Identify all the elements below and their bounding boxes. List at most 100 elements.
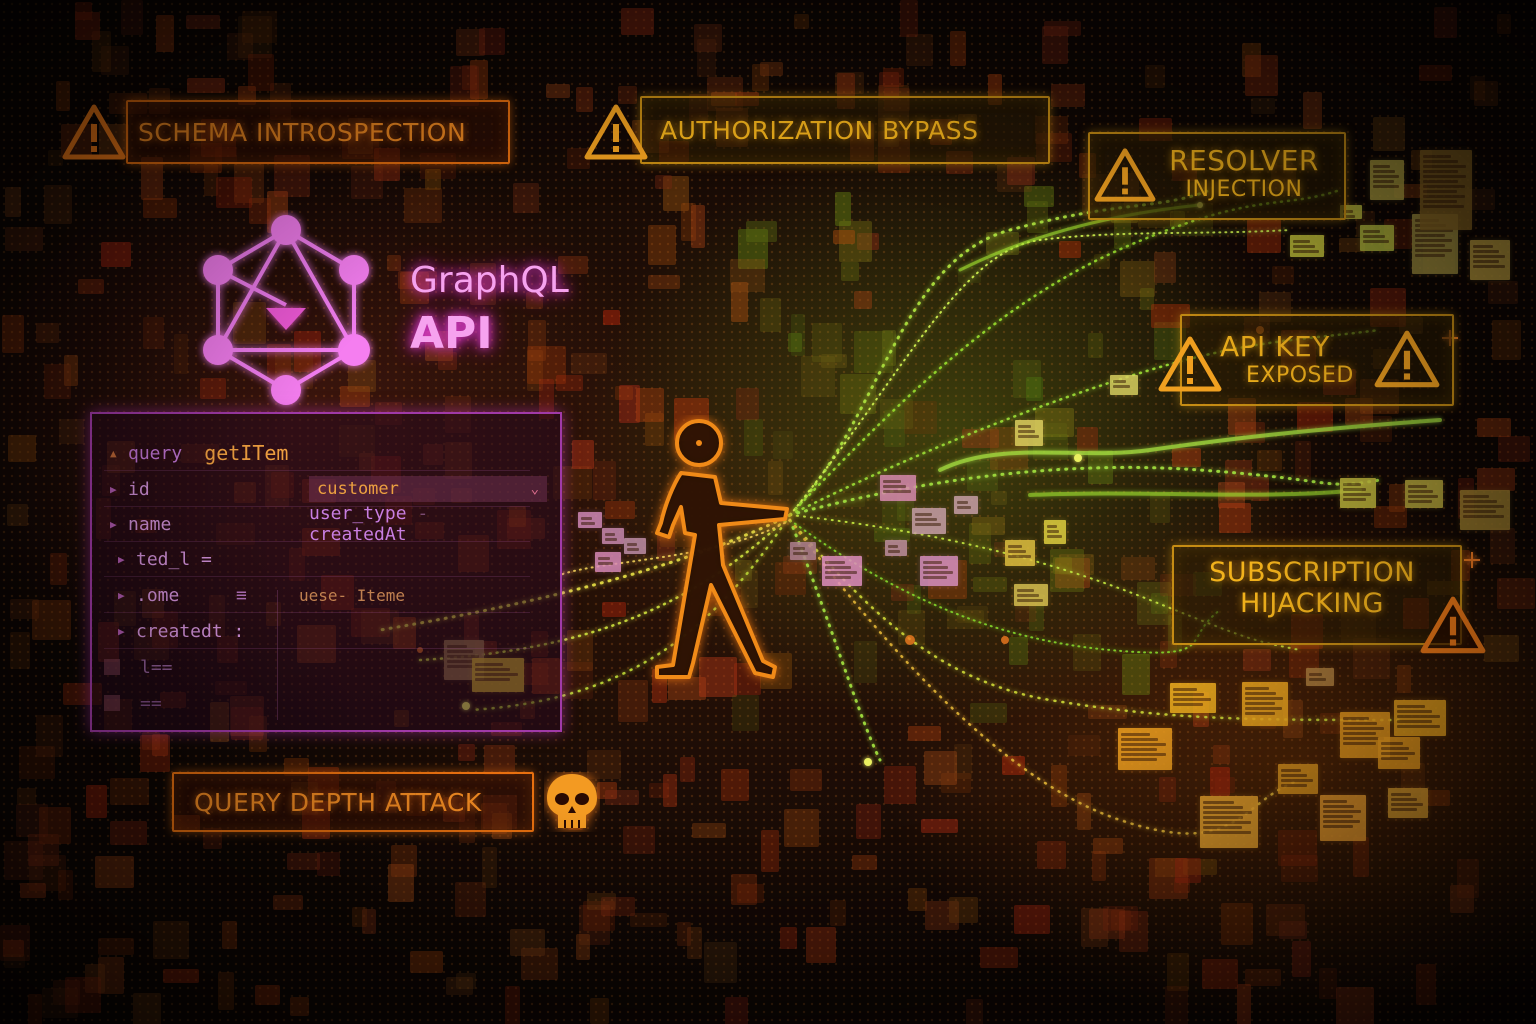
expand-arrow-icon[interactable]: ▶ [110,482,117,496]
document-line [1245,697,1283,700]
document-line [825,571,857,574]
document-line [1245,692,1276,695]
document-card-icon [1278,764,1318,794]
document-line [1245,702,1276,705]
document-line [1203,821,1252,824]
document-line [923,561,943,564]
document-line [1397,710,1433,713]
document-line [1463,500,1497,503]
document-line [825,561,846,564]
document-line [1281,779,1313,782]
document-line [1008,545,1023,548]
collapse-arrow-icon[interactable]: ▲ [110,446,117,460]
document-line [1121,733,1150,736]
document-line [1245,687,1269,690]
document-line [1245,707,1283,710]
document-line [1343,488,1367,491]
expand-arrow-icon[interactable]: ▶ [110,517,117,531]
document-line [1423,200,1457,203]
document-line [1415,249,1452,252]
document-line [1293,245,1315,248]
document-line [581,522,595,525]
attacker-figure-icon [655,419,789,679]
alert-label-line2: HIJACKING [1240,588,1384,619]
alert-label-line1: RESOLVER [1169,144,1319,177]
document-line [1391,798,1418,801]
document-line [1343,727,1385,730]
document-card-icon [1340,478,1376,508]
document-line [888,545,898,548]
document-line [1343,742,1376,745]
document-line [915,513,932,516]
document-line [1017,599,1044,602]
document-line [1463,495,1490,498]
alert-label: QUERY DEPTH ATTACK [194,787,482,817]
document-line [1343,493,1372,496]
code-row-query: ▲ query getITem [104,436,530,471]
alert-api-key-exposed: API KEY EXPOSED [1150,314,1454,406]
document-card-icon [1470,240,1510,280]
document-line [1018,425,1032,428]
expand-arrow-icon[interactable]: ▶ [118,588,125,602]
document-card-icon [1420,150,1472,230]
document-line [1203,811,1252,814]
document-line [1473,245,1494,248]
document-line [1113,385,1130,388]
document-line [1017,589,1034,592]
document-line [1343,498,1366,501]
warning-triangle-icon [1094,148,1156,202]
expand-arrow-icon[interactable]: ▶ [118,624,125,638]
document-line [598,557,610,560]
document-line [1473,250,1500,253]
document-line [915,518,937,521]
warning-triangle-icon [1420,596,1486,654]
alert-label-line1: SUBSCRIPTION [1209,557,1415,588]
type-select[interactable]: customer ⌄ [309,476,547,502]
document-line [1415,234,1446,237]
document-line [1323,810,1361,813]
document-card-icon [1320,795,1366,841]
field-name: l== [140,656,173,678]
document-line [1463,510,1497,513]
checkbox-square[interactable] [104,659,120,675]
document-line [1203,826,1242,829]
document-line [1463,515,1504,518]
code-row-id: ▶ id customer ⌄ [104,472,547,507]
document-line [1293,240,1310,243]
document-card-icon [1460,490,1510,530]
document-line [1473,255,1505,258]
code-row-name: ▶ name user_type - createdAt [104,503,530,545]
document-line [1373,170,1395,173]
alert-text: API KEY EXPOSED [1220,330,1370,388]
document-line [1121,738,1158,741]
document-line [1121,748,1158,751]
document-line [1281,774,1308,777]
separator: - [417,503,429,524]
document-line [915,523,942,526]
document-card-icon [1200,796,1258,848]
document-line [1408,495,1439,498]
document-line [1423,165,1467,168]
document-line [1309,673,1323,676]
skull-icon [547,774,597,828]
document-line [1408,485,1428,488]
document-line [825,566,852,569]
checkbox-square[interactable] [104,695,120,711]
document-card-icon [1394,700,1446,736]
document-line [1018,430,1035,433]
warning-triangle-icon [62,104,126,160]
document-line [825,576,851,579]
document-line [1293,250,1320,253]
document-line [1047,535,1063,538]
document-card-icon [1306,668,1334,686]
document-line [1343,717,1370,720]
document-line [1415,254,1445,257]
expand-arrow-icon[interactable]: ▶ [118,552,125,566]
field-values: user_type - createdAt [309,503,530,545]
document-line [1363,230,1380,233]
document-line [1309,678,1326,681]
document-line [1173,698,1211,701]
document-line [1381,742,1403,745]
document-line [888,550,901,553]
document-line [1008,550,1027,553]
